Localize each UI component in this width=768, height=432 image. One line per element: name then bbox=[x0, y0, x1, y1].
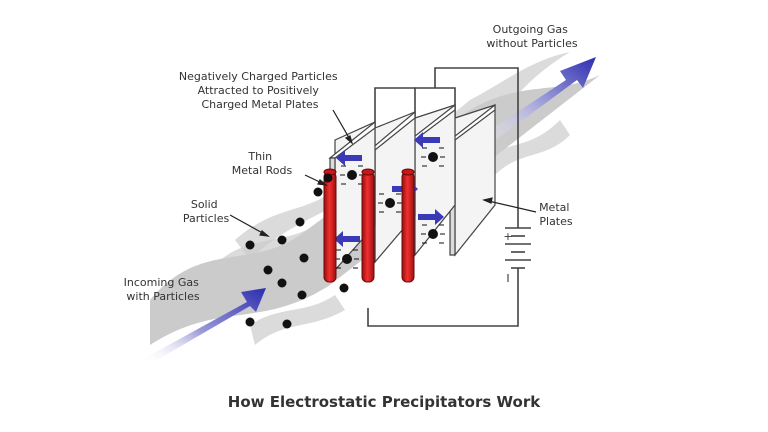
battery-minus-label: I bbox=[506, 272, 509, 285]
metal-rod bbox=[361, 171, 375, 283]
attraction-arrow bbox=[336, 150, 362, 166]
metal-rod bbox=[323, 171, 337, 283]
solid-particle bbox=[339, 283, 349, 293]
attraction-arrow bbox=[414, 132, 440, 148]
solid-particle bbox=[297, 290, 307, 300]
solid-particle bbox=[277, 278, 287, 288]
figure-caption: How Electrostatic Precipitators Work bbox=[227, 393, 541, 411]
charged-particles bbox=[335, 147, 445, 269]
solid-particle bbox=[295, 217, 305, 227]
solid-particle bbox=[245, 317, 255, 327]
outgoing-gas-label: Outgoing Gas without Particles bbox=[486, 23, 577, 50]
solid-particle bbox=[277, 235, 287, 245]
thin-metal-rods bbox=[323, 168, 415, 283]
metal-rod bbox=[401, 171, 415, 283]
thin-metal-rods-label: Thin Metal Rods bbox=[232, 150, 293, 177]
solid-particle bbox=[313, 187, 323, 197]
solid-particle bbox=[263, 265, 273, 275]
attraction-arrow bbox=[418, 209, 444, 225]
label-pointers bbox=[229, 109, 537, 237]
battery-plus-label: + bbox=[503, 230, 512, 243]
attraction-arrow bbox=[334, 231, 360, 247]
solid-particle bbox=[299, 253, 309, 263]
solid-particle bbox=[245, 240, 255, 250]
negatively-charged-label: Negatively Charged Particles Attracted t… bbox=[179, 70, 341, 111]
solid-particle bbox=[323, 173, 333, 183]
solid-particle bbox=[282, 319, 292, 329]
battery-icon bbox=[505, 227, 531, 269]
outgoing-flow-arrow bbox=[475, 57, 596, 150]
solid-particles bbox=[245, 173, 349, 329]
metal-plate bbox=[454, 104, 496, 257]
incoming-gas-label: Incoming Gas with Particles bbox=[124, 276, 203, 303]
incoming-flow-arrow bbox=[145, 288, 266, 364]
metal-plates-label: Metal Plates bbox=[539, 201, 573, 228]
solid-particles-label: Solid Particles bbox=[183, 198, 230, 225]
